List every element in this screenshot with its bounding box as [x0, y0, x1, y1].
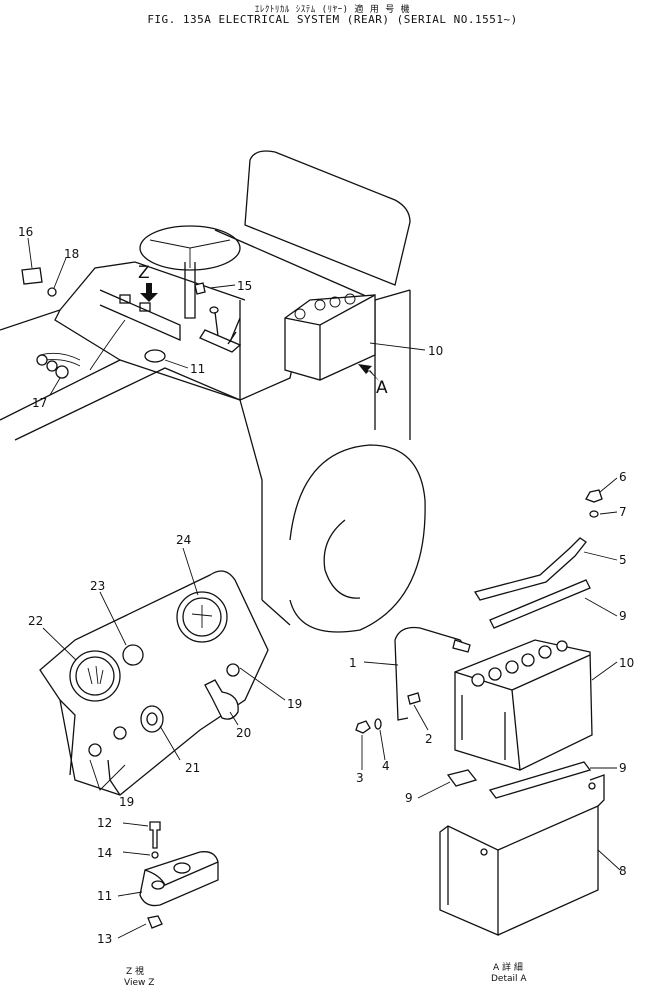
view-z-arrow	[140, 283, 158, 302]
rear-tire	[289, 444, 426, 633]
washer-14	[151, 851, 159, 859]
callout-15: 15	[237, 279, 252, 293]
view-a-marker: A	[376, 378, 388, 398]
callout-20: 20	[236, 726, 251, 740]
nut-13	[147, 915, 163, 929]
battery-cable	[394, 626, 469, 721]
callout-9-upper: 9	[619, 609, 627, 623]
instrument-panel	[39, 570, 269, 796]
callout-11-view: 11	[97, 889, 112, 903]
nut-17	[55, 365, 69, 379]
callout-2: 2	[425, 732, 433, 746]
rubber-pad-small	[446, 769, 478, 787]
nut-3	[355, 720, 371, 734]
bolt-16	[21, 267, 43, 285]
callout-1: 1	[349, 656, 357, 670]
callout-5: 5	[619, 553, 627, 567]
callout-19-lower: 19	[119, 795, 134, 809]
bolt-2	[407, 692, 421, 705]
callout-23: 23	[90, 579, 105, 593]
callout-14: 14	[97, 846, 112, 860]
caption-view-z-jp: Z 視	[126, 965, 144, 977]
nut-6	[585, 489, 603, 503]
battery-installed	[284, 294, 376, 381]
view-z-marker: Z	[138, 263, 150, 283]
callout-4: 4	[382, 759, 390, 773]
callout-22: 22	[28, 614, 43, 628]
callout-19-upper: 19	[287, 697, 302, 711]
key-switch-20	[204, 679, 239, 720]
gauge-22	[69, 650, 121, 702]
callout-10-detail: 10	[619, 656, 634, 670]
callout-11-overview: 11	[190, 362, 205, 376]
callout-9-small: 9	[405, 791, 413, 805]
caption-detail-a: Detail A	[491, 974, 527, 984]
holddown-bracket	[473, 537, 587, 601]
switch-21	[140, 705, 164, 733]
figure-title: FIG. 135A ELECTRICAL SYSTEM (REAR) (SERI…	[147, 13, 518, 26]
caption-detail-a-jp: A 詳 細	[493, 961, 523, 973]
callout-12: 12	[97, 816, 112, 830]
grommet	[144, 349, 166, 363]
callout-13: 13	[97, 932, 112, 946]
washer-7	[589, 510, 599, 518]
callout-3: 3	[356, 771, 364, 785]
callout-10-overview: 10	[428, 344, 443, 358]
callout-16: 16	[18, 225, 33, 239]
washer-18	[47, 287, 57, 297]
figure-title-japanese: ｴﾚｸﾄﾘｶﾙ ｼｽﾃﾑ (ﾘﾔｰ) 適 用 号 機	[254, 5, 411, 15]
rubber-pad-upper	[489, 579, 591, 629]
callout-18: 18	[64, 247, 79, 261]
battery-detail	[355, 477, 621, 936]
callout-21: 21	[185, 761, 200, 775]
instrument-panel-view	[39, 547, 286, 796]
caption-view-z: View Z	[124, 978, 154, 988]
callout-8: 8	[619, 864, 627, 878]
callout-6: 6	[619, 470, 627, 484]
rubber-pad-lower	[488, 761, 592, 799]
battery-box	[439, 825, 499, 936]
callout-24: 24	[176, 533, 191, 547]
steering-column	[184, 262, 196, 319]
view-a-arrow	[358, 364, 380, 382]
screw-12	[149, 821, 161, 849]
lamp-housing-detail	[117, 821, 219, 939]
callout-9-lower: 9	[619, 761, 627, 775]
steering-wheel	[139, 225, 241, 271]
seat-back	[244, 150, 411, 286]
callout-7: 7	[619, 505, 627, 519]
callout-17: 17	[32, 396, 47, 410]
tractor-overview	[0, 150, 426, 633]
indicator-lamp-23	[122, 644, 144, 666]
washer-4	[374, 718, 382, 730]
switch-19	[226, 663, 240, 677]
hood	[0, 261, 246, 331]
